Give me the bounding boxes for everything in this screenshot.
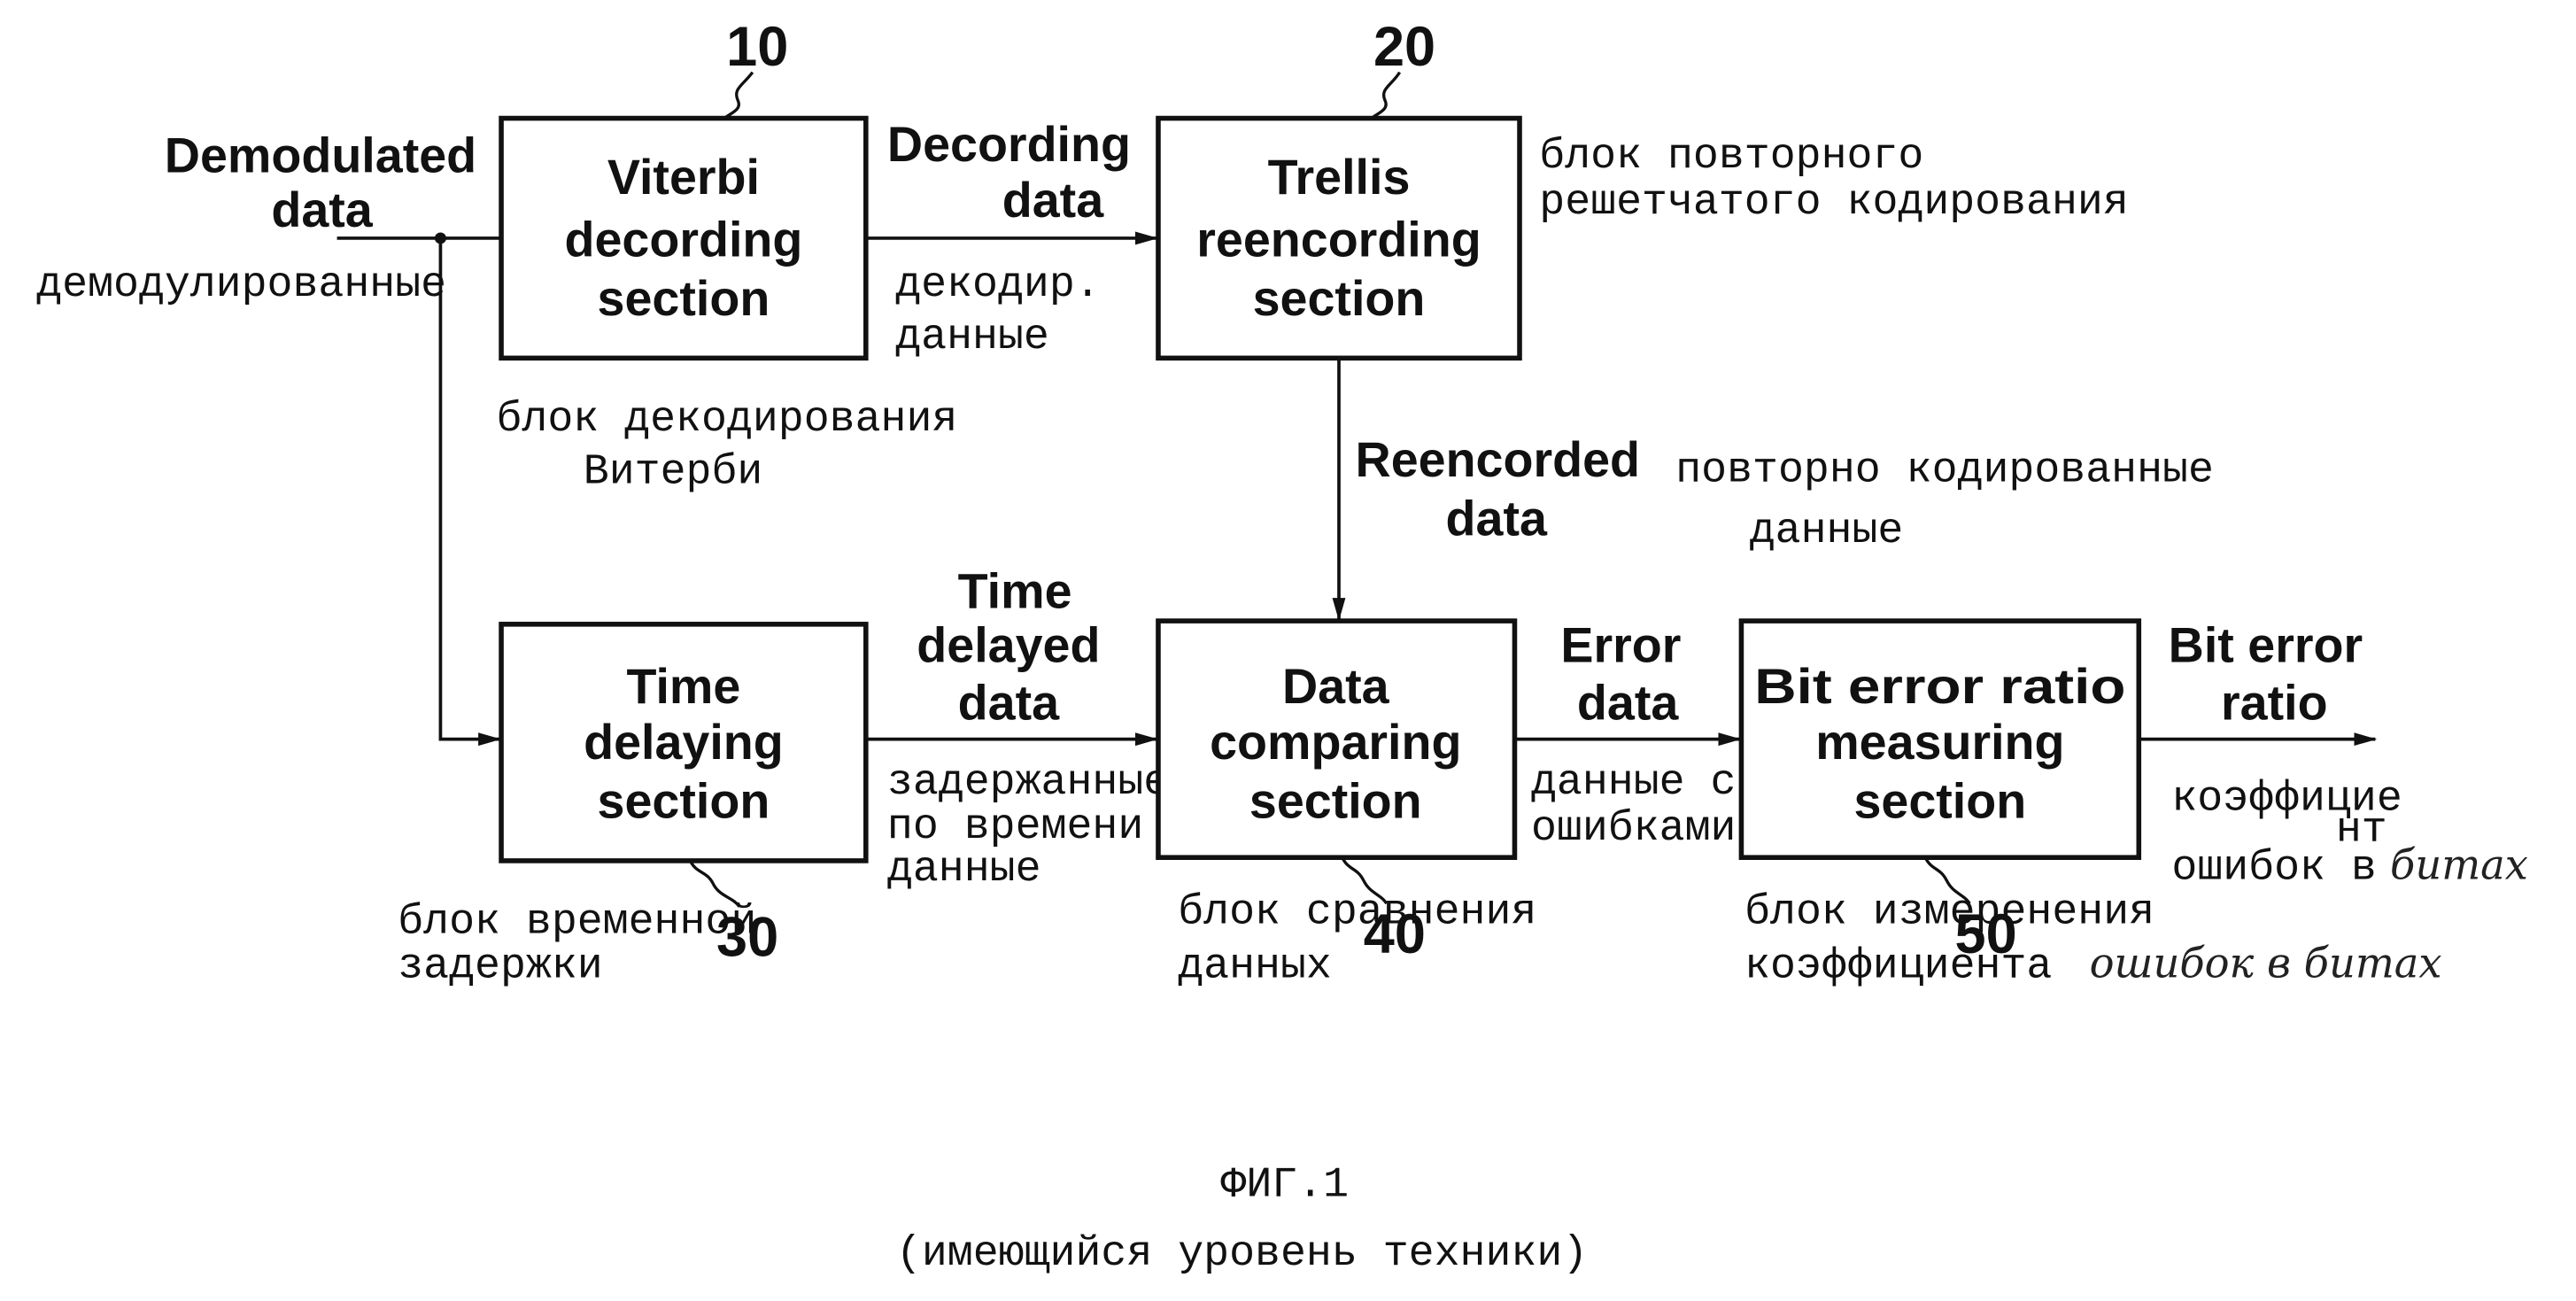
block-viterbi-line2: decording <box>564 212 802 267</box>
input-label-line2: data <box>271 182 373 237</box>
block-data-comparing: Data comparing section 40 блок сравнения… <box>1156 618 1536 991</box>
block-ber-measuring-box <box>1738 618 2142 860</box>
error-data-ru-line2: ошибками <box>1531 805 1736 853</box>
block-viterbi-ru-line1: блок декодирования <box>496 396 957 444</box>
block-data-comparing-ru-line1: блок сравнения <box>1178 888 1536 936</box>
block-trellis-reencoding: Trellis reencording section 20 блок повт… <box>1156 16 2129 361</box>
block-trellis-line1: Trellis <box>1268 150 1411 205</box>
block-time-delaying-line1: Time <box>627 659 741 714</box>
block-time-delaying-ru-line1: блок временной <box>398 899 756 947</box>
block-time-delaying-leader-line <box>688 860 741 908</box>
block-time-delaying: Time delaying section 30 блок временной … <box>398 622 869 991</box>
block-data-comparing-leader-line <box>1341 856 1389 905</box>
block-ber-line3: section <box>1853 774 2026 829</box>
time-delayed-ru-line1: задержанные <box>887 759 1169 807</box>
reencoded-data-ru-line1: повторно кодированные <box>1675 446 2214 494</box>
block-trellis-ru-line2: решетчатого кодирования <box>1539 179 2129 227</box>
block-trellis-line2: reencording <box>1196 212 1481 267</box>
time-delayed-label-line1: Time <box>958 563 1072 618</box>
block-time-delaying-box <box>499 622 869 863</box>
edge-time-delayed-data: Time delayed data задержанные по времени… <box>887 563 1169 894</box>
block-ber-number: 50 <box>1955 903 2017 965</box>
edge-output: Bit error ratio коэффицие нт ошибок в би… <box>2169 617 2528 892</box>
block-viterbi-decoding: Viterbi decording section 10 блок декоди… <box>496 16 957 496</box>
block-ber-leader-line <box>1923 856 1971 905</box>
decoding-data-ru-line1: декодир. <box>895 261 1101 309</box>
input-label-line1: Demodulated <box>165 128 476 183</box>
output-ru-line2: нт <box>2336 807 2387 855</box>
block-viterbi-leader-line <box>723 71 754 120</box>
reencoded-data-ru-line2: данные <box>1750 507 1904 555</box>
edge-decoding-data: Decording data декодир. данные <box>887 117 1131 361</box>
block-data-comparing-line3: section <box>1249 774 1422 829</box>
connections <box>337 231 2378 747</box>
reencoded-data-label-line1: Reencorded <box>1356 432 1640 487</box>
decoding-data-label-line2: data <box>1002 173 1104 228</box>
block-time-delaying-number: 30 <box>716 906 778 968</box>
input-to-time-delay-arrow <box>438 237 502 747</box>
output-ru-line3: ошибок в <box>2171 844 2377 892</box>
block-data-comparing-box <box>1156 618 1518 860</box>
block-trellis-line3: section <box>1253 271 1426 326</box>
block-viterbi-number: 10 <box>726 16 788 78</box>
edge-error-data: Error data данные с ошибками <box>1531 617 1736 852</box>
block-ber-measuring: Bit error ratio measuring section 50 бло… <box>1738 618 2442 991</box>
time-delayed-label-line2: delayed <box>917 617 1100 672</box>
figure-number: ФИГ.1 <box>1220 1161 1349 1209</box>
block-time-delaying-line2: delaying <box>584 715 784 770</box>
block-data-comparing-number: 40 <box>1364 903 1426 965</box>
error-data-label-line2: data <box>1577 675 1679 730</box>
decoding-data-label-line1: Decording <box>887 117 1131 172</box>
block-ber-ru-handwritten: ошибок в битах <box>2090 940 2442 987</box>
block-trellis-number: 20 <box>1373 16 1435 78</box>
error-data-ru-line1: данные с <box>1531 759 1736 807</box>
block-trellis-leader-line <box>1370 71 1402 120</box>
block-ber-ru-line2: коэффициента <box>1744 943 2052 991</box>
block-viterbi-ru-line2: Витерби <box>584 448 763 496</box>
block-ber-line1: Bit error ratio <box>1754 659 2125 714</box>
output-label-line1: Bit error <box>2169 617 2363 672</box>
time-delayed-ru-line2: по времени <box>887 803 1143 851</box>
figure-note: (имеющийся уровень техники) <box>896 1230 1588 1278</box>
output-label-line2: ratio <box>2221 675 2328 730</box>
decoding-data-ru-line2: данные <box>895 314 1049 361</box>
edge-reencoded-data: Reencorded data повторно кодированные да… <box>1356 432 2214 555</box>
error-data-label-line1: Error <box>1560 617 1681 672</box>
block-data-comparing-line1: Data <box>1282 659 1390 714</box>
block-time-delaying-ru-line2: задержки <box>398 943 602 991</box>
block-data-comparing-line2: comparing <box>1210 715 1461 770</box>
input-labels: Demodulated data демодулированные <box>36 128 476 309</box>
block-ber-line2: measuring <box>1815 715 2064 770</box>
block-ber-ru-line1: блок измеренения <box>1744 888 2154 936</box>
output-ru-handwritten: битах <box>2390 840 2528 888</box>
time-delayed-ru-line3: данные <box>887 846 1041 894</box>
time-delayed-label-line3: data <box>958 675 1060 730</box>
block-data-comparing-ru-line2: данных <box>1178 943 1332 991</box>
block-viterbi-line3: section <box>598 271 770 326</box>
block-trellis-box <box>1156 115 1522 361</box>
block-viterbi-decoding-box <box>499 115 869 361</box>
output-ru-line1: коэффицие <box>2171 775 2402 823</box>
figure-caption: ФИГ.1 (имеющийся уровень техники) <box>896 1161 1588 1278</box>
block-viterbi-line1: Viterbi <box>607 150 760 205</box>
block-time-delaying-line3: section <box>598 774 770 829</box>
reencoded-data-label-line2: data <box>1446 492 1548 546</box>
block-trellis-ru-line1: блок повторного <box>1539 133 1923 181</box>
input-label-ru: демодулированные <box>36 261 446 309</box>
